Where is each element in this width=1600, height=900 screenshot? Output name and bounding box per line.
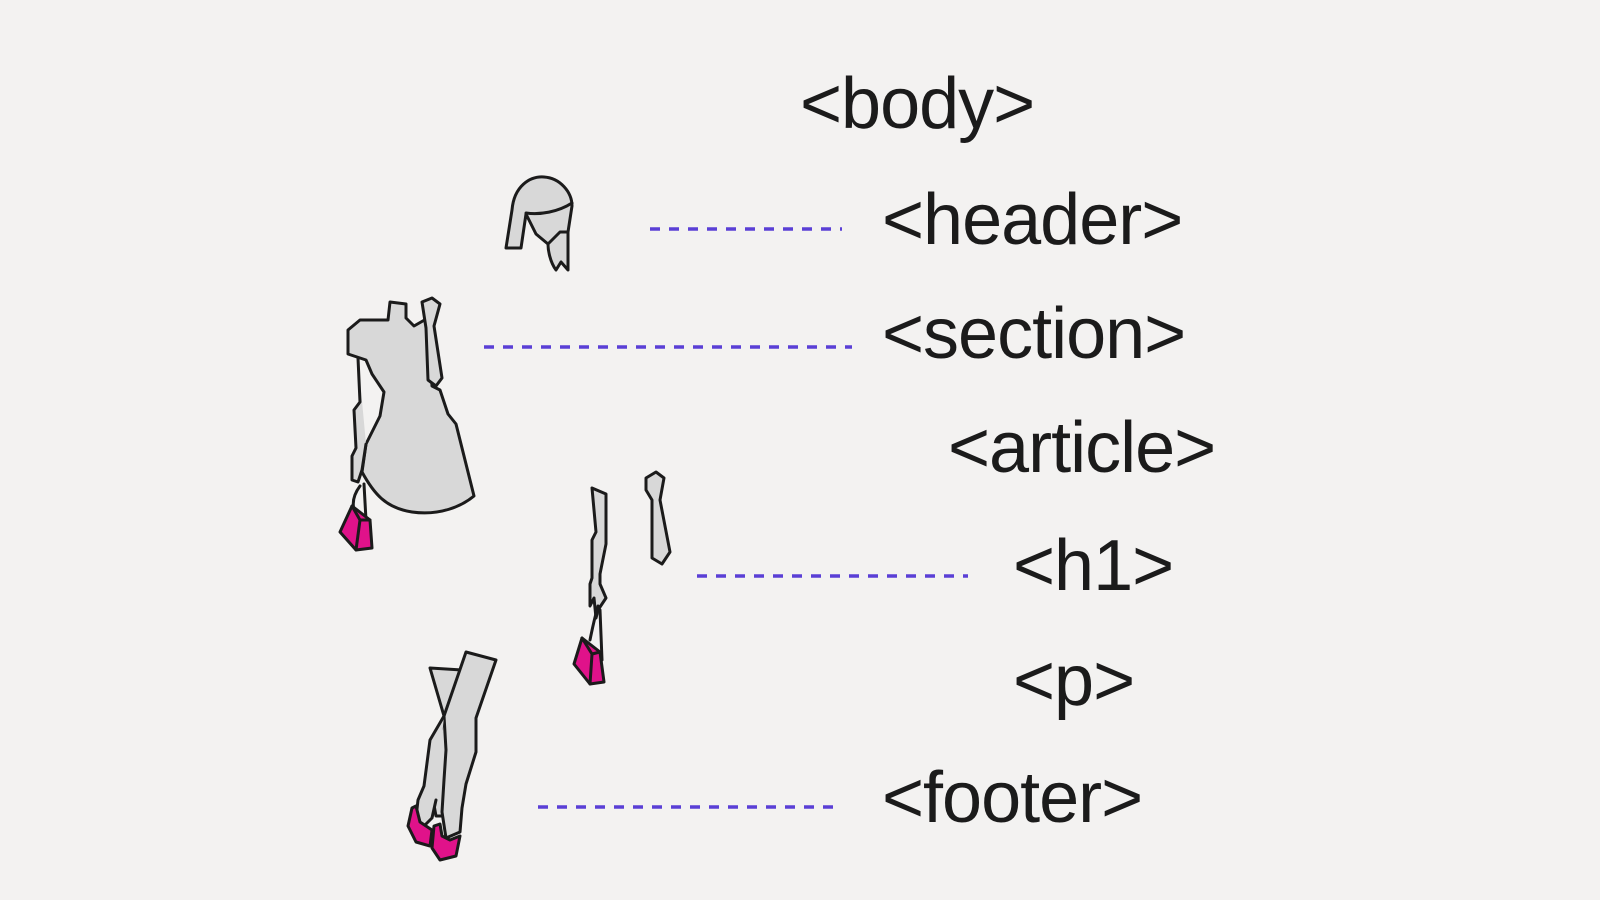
footer-tag-label: <footer> [882, 758, 1143, 838]
handbag-icon [338, 482, 374, 552]
section-tag-label: <section> [882, 294, 1186, 374]
legs-icon [414, 650, 498, 840]
shoe-icon [406, 804, 462, 862]
arm-icon [588, 470, 672, 620]
handbag-icon [572, 604, 606, 686]
body-tag-label: <body> [800, 64, 1035, 144]
p-tag-label: <p> [1013, 641, 1135, 721]
head-icon [504, 175, 574, 272]
h1-tag-label: <h1> [1013, 526, 1174, 606]
header-tag-label: <header> [882, 180, 1183, 260]
article-tag-label: <article> [948, 408, 1216, 488]
dress-icon [346, 296, 476, 515]
